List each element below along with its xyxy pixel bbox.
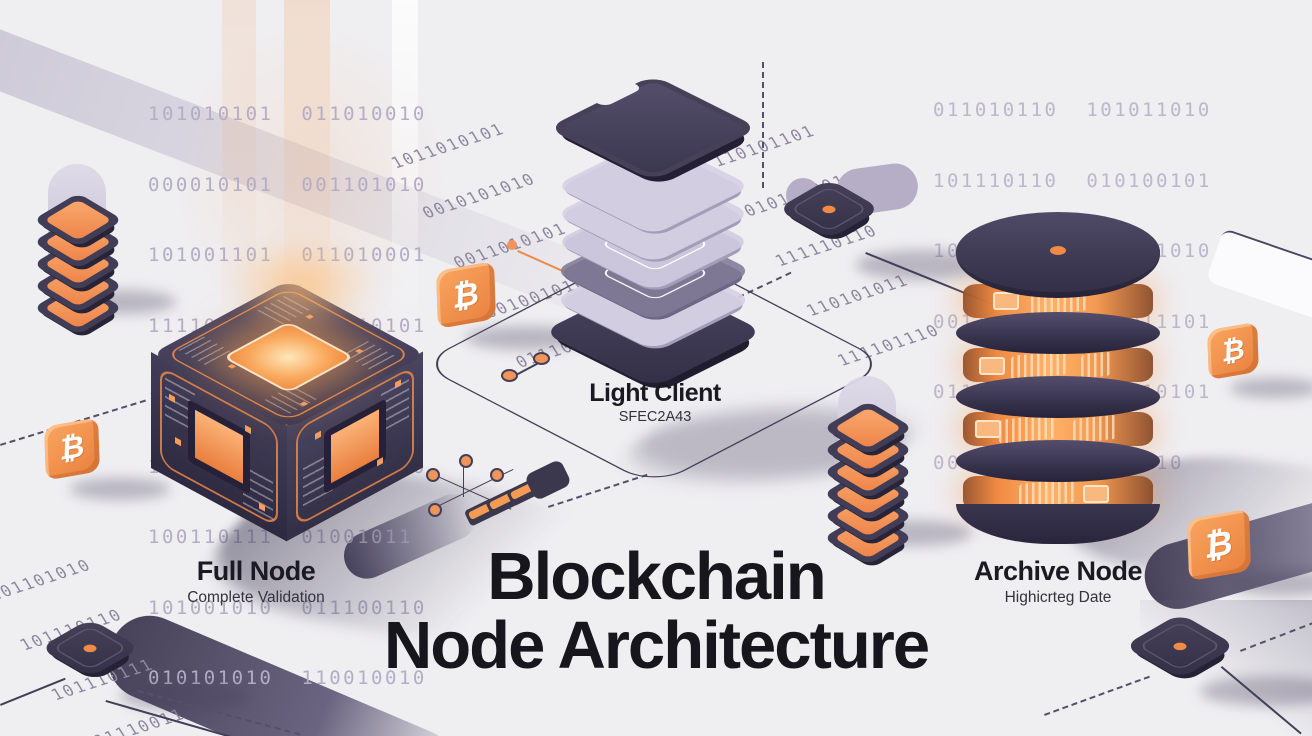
data-glyphs xyxy=(1073,414,1117,444)
bitcoin-glyph: ₿ xyxy=(1221,332,1245,369)
light-client-sublabel: SFEC2A43 xyxy=(618,409,692,425)
page-title-line2: Node Architecture xyxy=(383,608,930,683)
binary-row: 1011010101 xyxy=(387,119,509,173)
connector-node xyxy=(533,352,550,365)
binary-row: 000010101 001101010 xyxy=(148,173,427,196)
full-node-sublabel: Complete Validation xyxy=(187,589,325,606)
icon-shadow xyxy=(70,478,170,500)
archive-node-label: Archive Node xyxy=(973,556,1143,586)
icon-shadow xyxy=(1200,676,1312,706)
data-glyphs xyxy=(979,357,1005,375)
cylinder-base xyxy=(956,504,1160,544)
archive-node-sublabel: Highicrteg Date xyxy=(1004,589,1112,606)
binary-row: 101110110 010100101 xyxy=(933,169,1212,192)
binary-row: 0010101010 xyxy=(418,169,540,222)
icon-shadow xyxy=(1230,378,1312,398)
data-glyphs xyxy=(975,420,1001,438)
data-glyphs xyxy=(1083,485,1109,503)
light-client-plate-top xyxy=(546,53,760,203)
circuit-node xyxy=(428,503,442,517)
bitcoin-badge-icon: ₿ xyxy=(44,417,100,481)
dashed-connector xyxy=(762,62,764,188)
cylinder-disc xyxy=(956,440,1160,482)
white-ribbon xyxy=(1205,228,1312,330)
page-title-line1: Blockchain xyxy=(487,539,826,614)
cube-bloom xyxy=(226,236,376,332)
connector-node xyxy=(507,240,517,250)
cylinder-disc xyxy=(956,312,1160,354)
icon-shadow xyxy=(120,682,250,710)
server-stack-icon xyxy=(818,372,928,569)
chip-node-icon xyxy=(776,172,882,246)
icon-shadow xyxy=(1230,570,1312,596)
bitcoin-badge-icon: ₿ xyxy=(436,261,496,329)
cylinder-disc xyxy=(956,376,1160,418)
light-client-label: Light Client xyxy=(589,379,721,407)
light-column xyxy=(392,0,418,340)
circuit-node xyxy=(459,454,473,468)
binary-row: 101010101 011010010 xyxy=(148,103,427,125)
server-stack-icon xyxy=(30,158,140,339)
bitcoin-glyph: ₿ xyxy=(452,274,480,315)
bitcoin-glyph: ₿ xyxy=(59,429,85,468)
connector-node xyxy=(501,369,518,382)
dashed-connector xyxy=(1044,675,1150,716)
circuit-node xyxy=(426,468,440,482)
full-node-label: Full Node xyxy=(196,556,316,586)
cap-dot xyxy=(1050,246,1066,255)
data-glyphs xyxy=(1081,351,1111,379)
circuit-node xyxy=(490,468,504,482)
data-glyphs xyxy=(993,292,1019,310)
binary-row: 010101010 110010010 xyxy=(148,667,427,689)
binary-row: 011010110 101011010 xyxy=(933,99,1212,121)
bitcoin-badge-icon: ₿ xyxy=(1207,321,1259,381)
archive-node-cylinder xyxy=(956,212,1160,544)
